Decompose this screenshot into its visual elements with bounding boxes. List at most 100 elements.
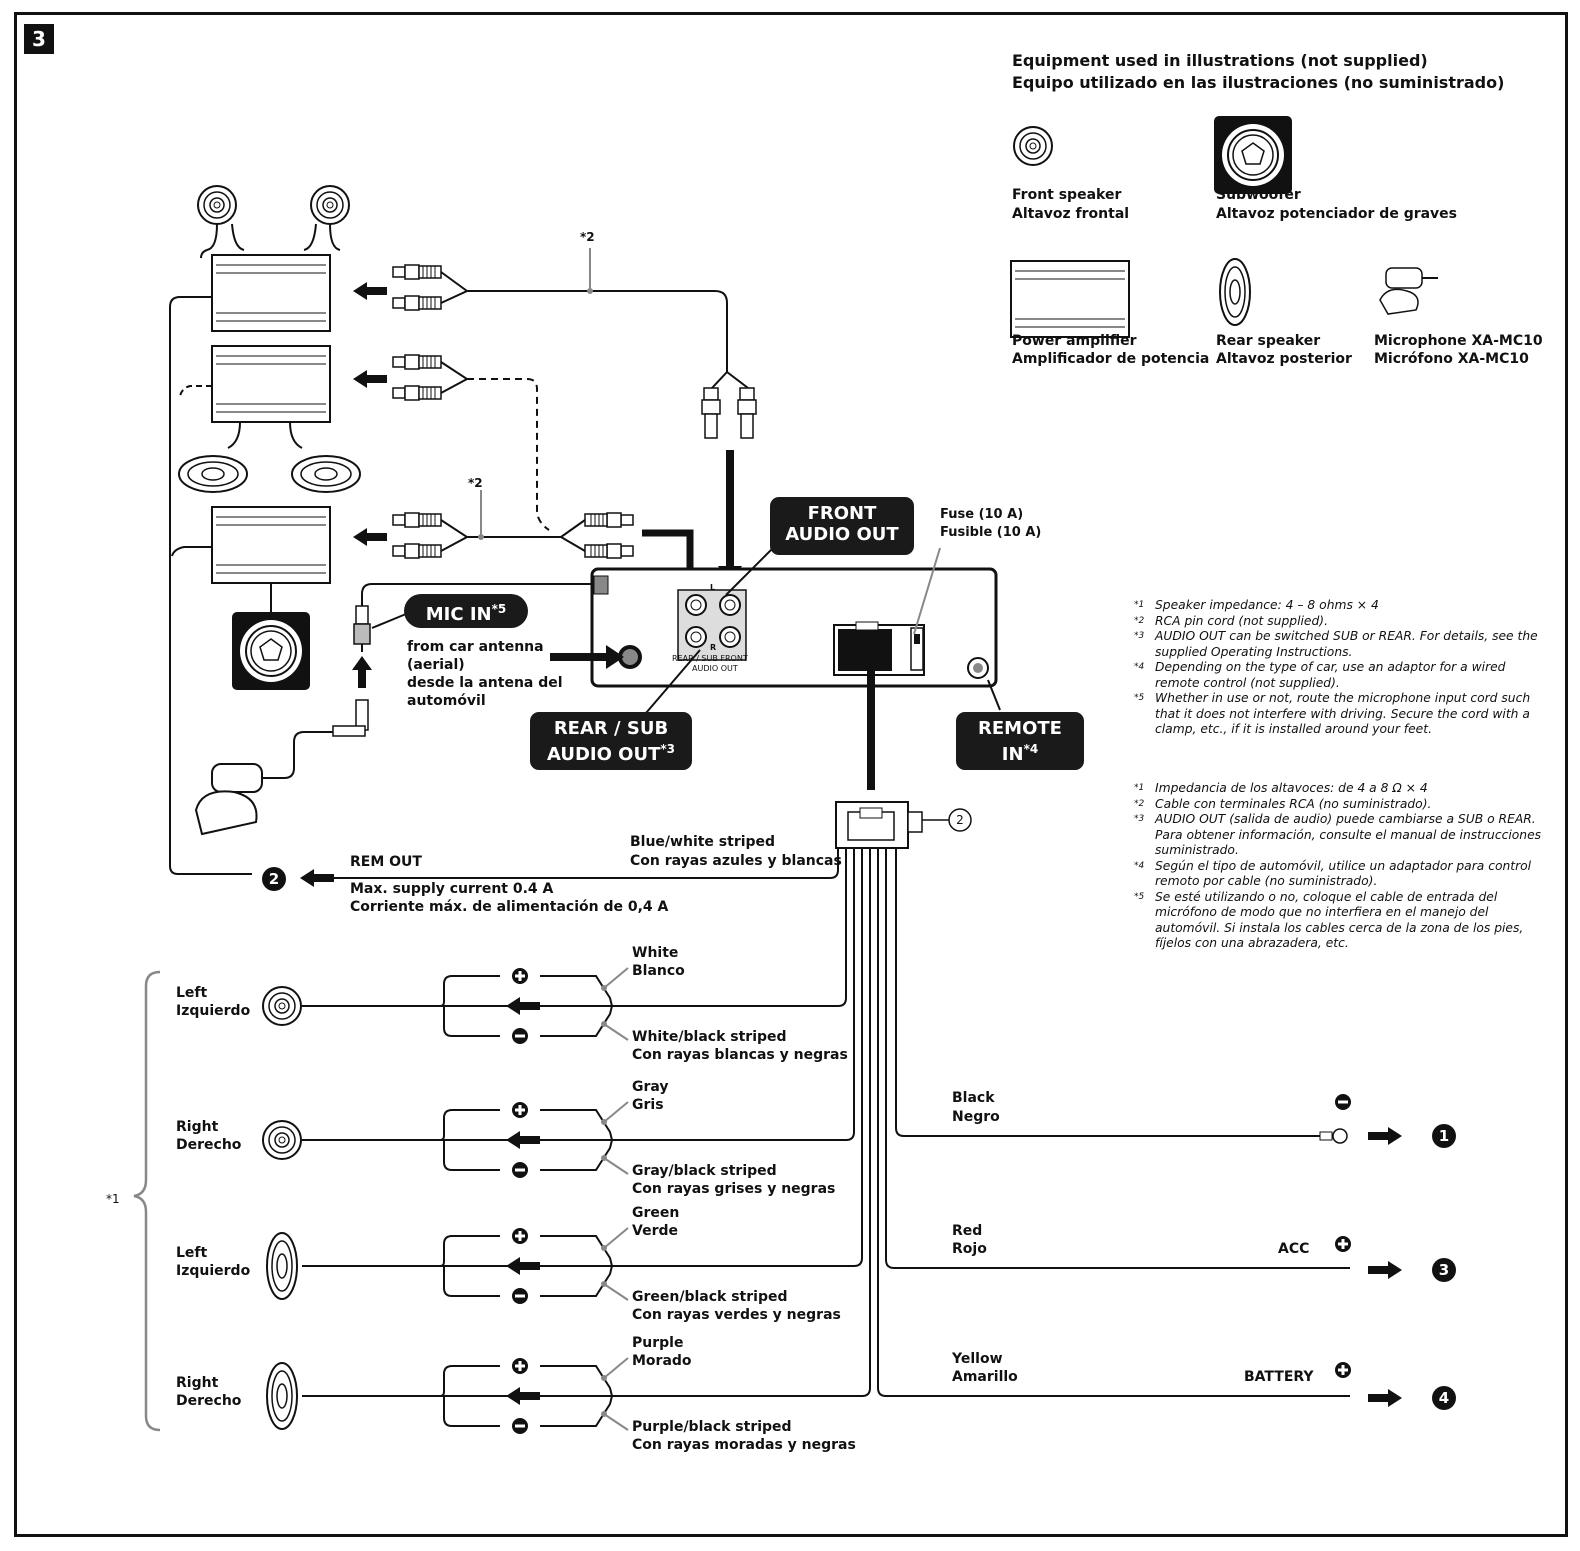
note-es-5-mark: *5 (1134, 891, 1145, 902)
legend-front-speaker-en: Front speaker (1012, 187, 1122, 203)
note-es-5-text: Se esté utilizando o no, coloque el cabl… (1155, 889, 1524, 951)
ground-destination-badge: 1 (1432, 1124, 1456, 1148)
speaker-2-arrow-icon (506, 1131, 540, 1149)
front-speaker-left-icon (197, 185, 237, 225)
antenna-line-3: desde la antena del (407, 675, 563, 691)
note-en-5-mark: *5 (1134, 693, 1145, 703)
note-en-1-mark: *1 (1134, 600, 1145, 610)
jack-audio-out: AUDIO OUT (692, 664, 738, 673)
rca-pair-rear (353, 354, 442, 401)
black-wire-en: Black (952, 1090, 995, 1106)
rca-pair-sub (353, 512, 442, 559)
legend-amplifier-en: Power amplifier (1012, 333, 1137, 349)
speaker-4-icon (266, 1362, 298, 1430)
red-wire-en: Red (952, 1223, 983, 1239)
page-frame (14, 12, 1568, 1537)
speaker-3-minus-icon (512, 1288, 528, 1304)
note-es-5: *5 Se esté utilizando o no, coloque el ca… (1134, 889, 1550, 952)
legend-subwoofer-icon (1213, 115, 1293, 195)
rca-pair-right (584, 512, 634, 559)
speaker-4-plus-wire-en: Purple (632, 1335, 684, 1351)
acc-destination-badge: 3 (1432, 1258, 1456, 1282)
legend-front-speaker-icon (1013, 126, 1053, 166)
antenna-line-1: from car antenna (407, 639, 544, 655)
speaker-2-plus-icon (512, 1102, 528, 1118)
rear-speaker-left-icon (178, 455, 248, 493)
yellow-wire-en: Yellow (952, 1351, 1003, 1367)
red-wire-es: Rojo (952, 1241, 987, 1257)
speaker-3-minus-wire-en: Green/black striped (632, 1289, 788, 1305)
rear-speaker-right-icon (291, 455, 361, 493)
mic-in-label: MIC IN*5 (404, 594, 528, 628)
front-speaker-right-icon (310, 185, 350, 225)
speaker-1-icon (262, 986, 302, 1026)
speaker-2-icon (262, 1120, 302, 1160)
rem-out-destination-badge: 2 (262, 867, 286, 891)
note-en-5: *5 Whether in use or not, route the micro… (1134, 691, 1550, 738)
ground-terminal (1319, 1128, 1348, 1144)
note-en-5-text: Whether in use or not, route the microph… (1155, 691, 1531, 736)
speaker-1-minus-icon (512, 1028, 528, 1044)
battery-label: BATTERY (1244, 1369, 1314, 1385)
speaker-3-minus-wire-es: Con rayas verdes y negras (632, 1307, 841, 1323)
speakers-note-mark: *1 (106, 1192, 120, 1206)
speaker-4-minus-icon (512, 1418, 528, 1434)
note-en-4: *4 Depending on the type of car, use an a… (1134, 660, 1550, 691)
jack-rear-sub-front: REAR / SUB FRONT (672, 654, 748, 663)
antenna-line-2: (aerial) (407, 657, 465, 673)
note-en-4-text: Depending on the type of car, use an ada… (1155, 660, 1506, 690)
note-es-2-text: Cable con terminales RCA (no suministrad… (1155, 796, 1432, 811)
note-es-3-text: AUDIO OUT (salida de audio) puede cambia… (1155, 812, 1542, 857)
speaker-1-minus-wire-es: Con rayas blancas y negras (632, 1047, 848, 1063)
rem-out-label: REM OUT (350, 854, 422, 870)
legend-rear-speaker-en: Rear speaker (1216, 333, 1321, 349)
note-en-4-mark: *4 (1134, 662, 1145, 672)
rca-note-mark-mid: *2 (468, 476, 483, 490)
speaker-1-plus-wire-es: Blanco (632, 963, 685, 979)
speaker-1-side-en: Left (176, 985, 208, 1001)
speaker-3-side-es: Izquierdo (176, 1263, 251, 1279)
speaker-4-minus-wire-es: Con rayas moradas y negras (632, 1437, 856, 1453)
mic-plug-lower (332, 699, 369, 737)
black-wire-es: Negro (952, 1109, 1000, 1125)
equipment-title-en: Equipment used in illustrations (not sup… (1012, 51, 1428, 70)
speaker-3-arrow-icon (506, 1257, 540, 1275)
note-es-1-mark: *1 (1134, 783, 1145, 793)
rca-note-mark-top: *2 (580, 230, 595, 244)
rem-out-wire-en: Blue/white striped (630, 834, 776, 850)
speaker-2-minus-wire-es: Con rayas grises y negras (632, 1181, 836, 1197)
note-en-3-text: AUDIO OUT can be switched SUB or REAR. F… (1155, 629, 1538, 659)
note-en-3-mark: *3 (1134, 631, 1145, 641)
antenna-line-4: automóvil (407, 693, 486, 709)
legend-microphone-en: Microphone XA-MC10 (1374, 333, 1543, 349)
fuse-label-es: Fusible (10 A) (940, 525, 1042, 540)
rem-out-current-es: Corriente máx. de alimentación de 0,4 A (350, 899, 669, 915)
speaker-4-plus-icon (512, 1358, 528, 1374)
acc-label: ACC (1278, 1241, 1310, 1257)
microphone-icon (194, 763, 263, 836)
legend-microphone-icon (1379, 267, 1438, 315)
speaker-4-minus-wire-en: Purple/black striped (632, 1419, 792, 1435)
legend-rear-speaker-es: Altavoz posterior (1216, 351, 1352, 367)
power-amplifier-sub (211, 506, 331, 584)
speaker-bracket (133, 970, 161, 1432)
legend-rear-speaker-icon (1219, 258, 1251, 326)
jack-l: L (710, 583, 716, 592)
speaker-3-plus-icon (512, 1228, 528, 1244)
speaker-1-plus-wire-en: White (632, 945, 679, 961)
note-es-4-mark: *4 (1134, 860, 1145, 871)
speaker-1-side-es: Izquierdo (176, 1003, 251, 1019)
speaker-1-plus-icon (512, 968, 528, 984)
speaker-2-side-en: Right (176, 1119, 219, 1135)
legend-amplifier-es: Amplificador de potencia (1012, 351, 1210, 367)
power-amplifier-rear (211, 345, 331, 423)
speaker-4-plus-wire-es: Morado (632, 1353, 692, 1369)
section-badge (24, 24, 54, 54)
connector-callout-number: 2 (956, 813, 964, 827)
